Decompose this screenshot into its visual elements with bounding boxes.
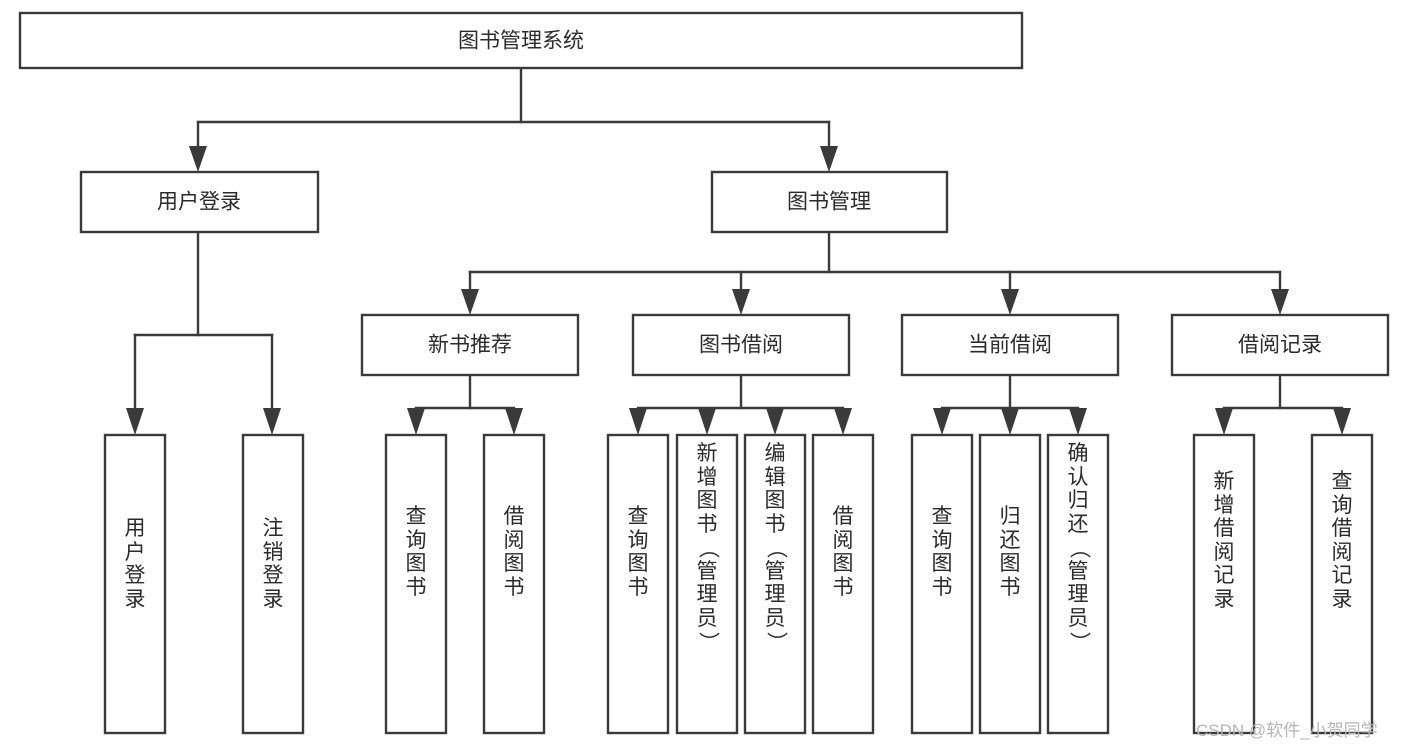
connector-group-current <box>933 373 1087 435</box>
leaf-box-current-3[interactable] <box>1046 433 1110 735</box>
node-user-login-label: 用户登录 <box>157 191 241 214</box>
arrowhead-bookmgmt-child-4 <box>1271 289 1289 315</box>
leaf-box-new-book-1[interactable] <box>384 433 448 735</box>
leaf-box-borrow-4[interactable] <box>811 433 875 735</box>
node-current-borrow-box[interactable] <box>900 313 1120 377</box>
connector-group-newbook <box>407 373 523 435</box>
arrowhead-borrow-leaf-3 <box>766 408 784 435</box>
node-borrow-record-label: 借阅记录 <box>1238 334 1322 357</box>
node-new-book-recommend-label: 新书推荐 <box>428 334 512 357</box>
arrowhead-bookmgmt-child-2 <box>732 289 750 315</box>
leaf-box-new-book-2[interactable] <box>482 433 546 735</box>
connector-group-login <box>126 230 281 435</box>
node-borrow-record-box[interactable] <box>1170 313 1390 377</box>
arrowhead-bookmgmt-child-3 <box>1001 289 1019 315</box>
arrowhead-current-leaf-2 <box>1001 408 1019 435</box>
arrowhead-borrow-leaf-2 <box>698 408 716 435</box>
arrowhead-record-leaf-1 <box>1215 408 1233 435</box>
arrowhead-newbook-leaf-2 <box>505 408 523 435</box>
node-book-borrow-box[interactable] <box>631 313 851 377</box>
arrowhead-bookmgmt-child-1 <box>461 289 479 315</box>
node-book-borrow-label: 图书借阅 <box>699 334 783 357</box>
connector-group-borrow <box>629 373 852 435</box>
node-user-login[interactable]: 用户登录 <box>79 170 320 234</box>
node-book-management-box[interactable] <box>710 170 949 234</box>
arrowhead-borrow-leaf-4 <box>834 408 852 435</box>
arrowhead-root-to-bookmgmt <box>820 146 838 172</box>
leaf-box-borrow-2[interactable] <box>675 433 739 735</box>
arrowhead-record-leaf-2 <box>1333 408 1351 435</box>
arrowhead-borrow-leaf-1 <box>629 408 647 435</box>
leaf-box-user-login-2[interactable] <box>241 433 305 735</box>
node-book-borrow[interactable]: 图书借阅 <box>631 313 851 377</box>
node-current-borrow[interactable]: 当前借阅 <box>900 313 1120 377</box>
node-new-book-recommend-box[interactable] <box>360 313 580 377</box>
node-new-book-recommend[interactable]: 新书推荐 <box>360 313 580 377</box>
arrowhead-current-leaf-3 <box>1069 408 1087 435</box>
arrowhead-root-to-login <box>189 146 207 172</box>
leaf-box-user-login-1[interactable] <box>103 433 167 735</box>
arrowhead-current-leaf-1 <box>933 408 951 435</box>
arrowhead-newbook-leaf-1 <box>407 408 425 435</box>
arrowhead-login-leaf-2 <box>263 408 281 435</box>
leaf-box-current-2[interactable] <box>978 433 1042 735</box>
connector-group-bookmgmt <box>461 230 1289 315</box>
leaf-box-record-1[interactable] <box>1192 433 1256 735</box>
leaf-box-current-1[interactable] <box>910 433 974 735</box>
node-book-management-label: 图书管理 <box>787 191 871 214</box>
node-book-management[interactable]: 图书管理 <box>710 170 949 234</box>
node-root-label: 图书管理系统 <box>458 30 584 53</box>
leaf-box-record-2[interactable] <box>1310 433 1374 735</box>
leaf-box-borrow-3[interactable] <box>743 433 807 735</box>
node-user-login-box[interactable] <box>79 170 320 234</box>
node-borrow-record[interactable]: 借阅记录 <box>1170 313 1390 377</box>
node-current-borrow-label: 当前借阅 <box>968 334 1052 357</box>
arrowhead-login-leaf-1 <box>126 408 144 435</box>
node-root[interactable]: 图书管理系统 <box>18 11 1024 70</box>
node-root-box[interactable] <box>18 11 1024 70</box>
connector-group-record <box>1215 373 1351 435</box>
leaf-box-borrow-1[interactable] <box>606 433 670 735</box>
watermark-text: CSDN @软件_小贺同学 <box>1196 721 1378 740</box>
connector-group-root <box>189 66 838 172</box>
